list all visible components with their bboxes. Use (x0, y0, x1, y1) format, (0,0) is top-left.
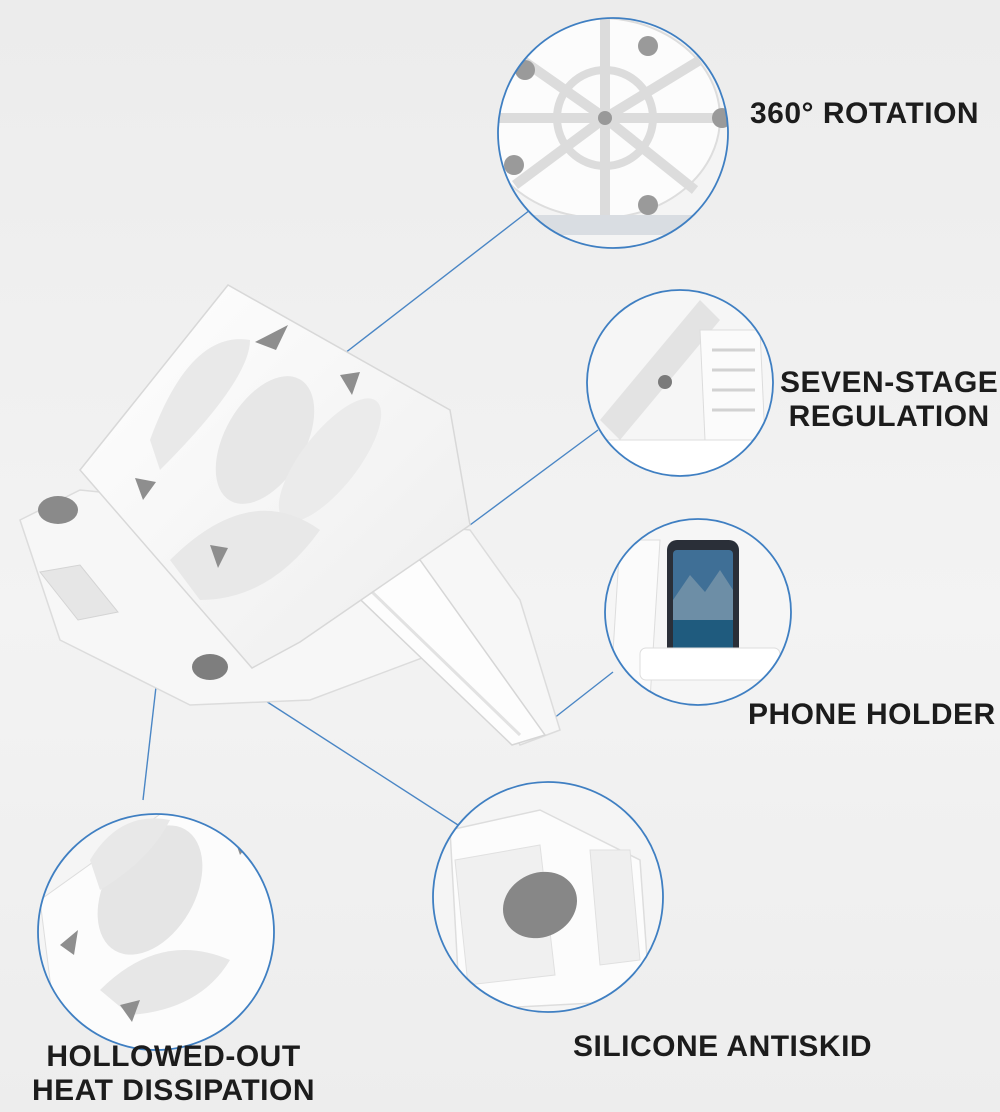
connector-regulation (469, 429, 599, 526)
callout-regulation-image (586, 289, 774, 477)
silicone-pad (210, 545, 228, 568)
label-heat-line1: HOLLOWED-OUT (46, 1040, 301, 1073)
label-silicone-antiskid: SILICONE ANTISKID (573, 1030, 873, 1063)
cutout-lower (170, 510, 320, 600)
label-regulation-line1: SEVEN-STAGE (780, 366, 999, 399)
silicone-foot (503, 871, 577, 939)
label-360-rotation: 360° ROTATION (750, 97, 980, 130)
cutout-right (278, 398, 382, 522)
silicone-foot (192, 654, 228, 680)
silicone-pad (255, 325, 288, 350)
callout-heat-image (37, 813, 275, 1051)
callout-phone-image (604, 518, 792, 706)
callout-antiskid-image (432, 781, 664, 1013)
label-regulation-line2: REGULATION (788, 400, 990, 433)
laptop-stand (19, 284, 561, 746)
silicone-foot (38, 496, 78, 524)
connector-rotation (335, 209, 531, 361)
label-heat-line2: HEAT DISSIPATION (32, 1074, 316, 1107)
base-slot (39, 564, 119, 621)
silicone-pad (135, 478, 156, 500)
cutout-upper (150, 339, 250, 470)
silicone-pad (340, 372, 360, 395)
label-heat-dissipation: HOLLOWED-OUT HEAT DISSIPATION (32, 1040, 315, 1108)
label-seven-stage-regulation: SEVEN-STAGE REGULATION (780, 366, 998, 434)
callout-rotation-image (497, 17, 729, 249)
label-phone-holder: PHONE HOLDER (748, 698, 996, 731)
